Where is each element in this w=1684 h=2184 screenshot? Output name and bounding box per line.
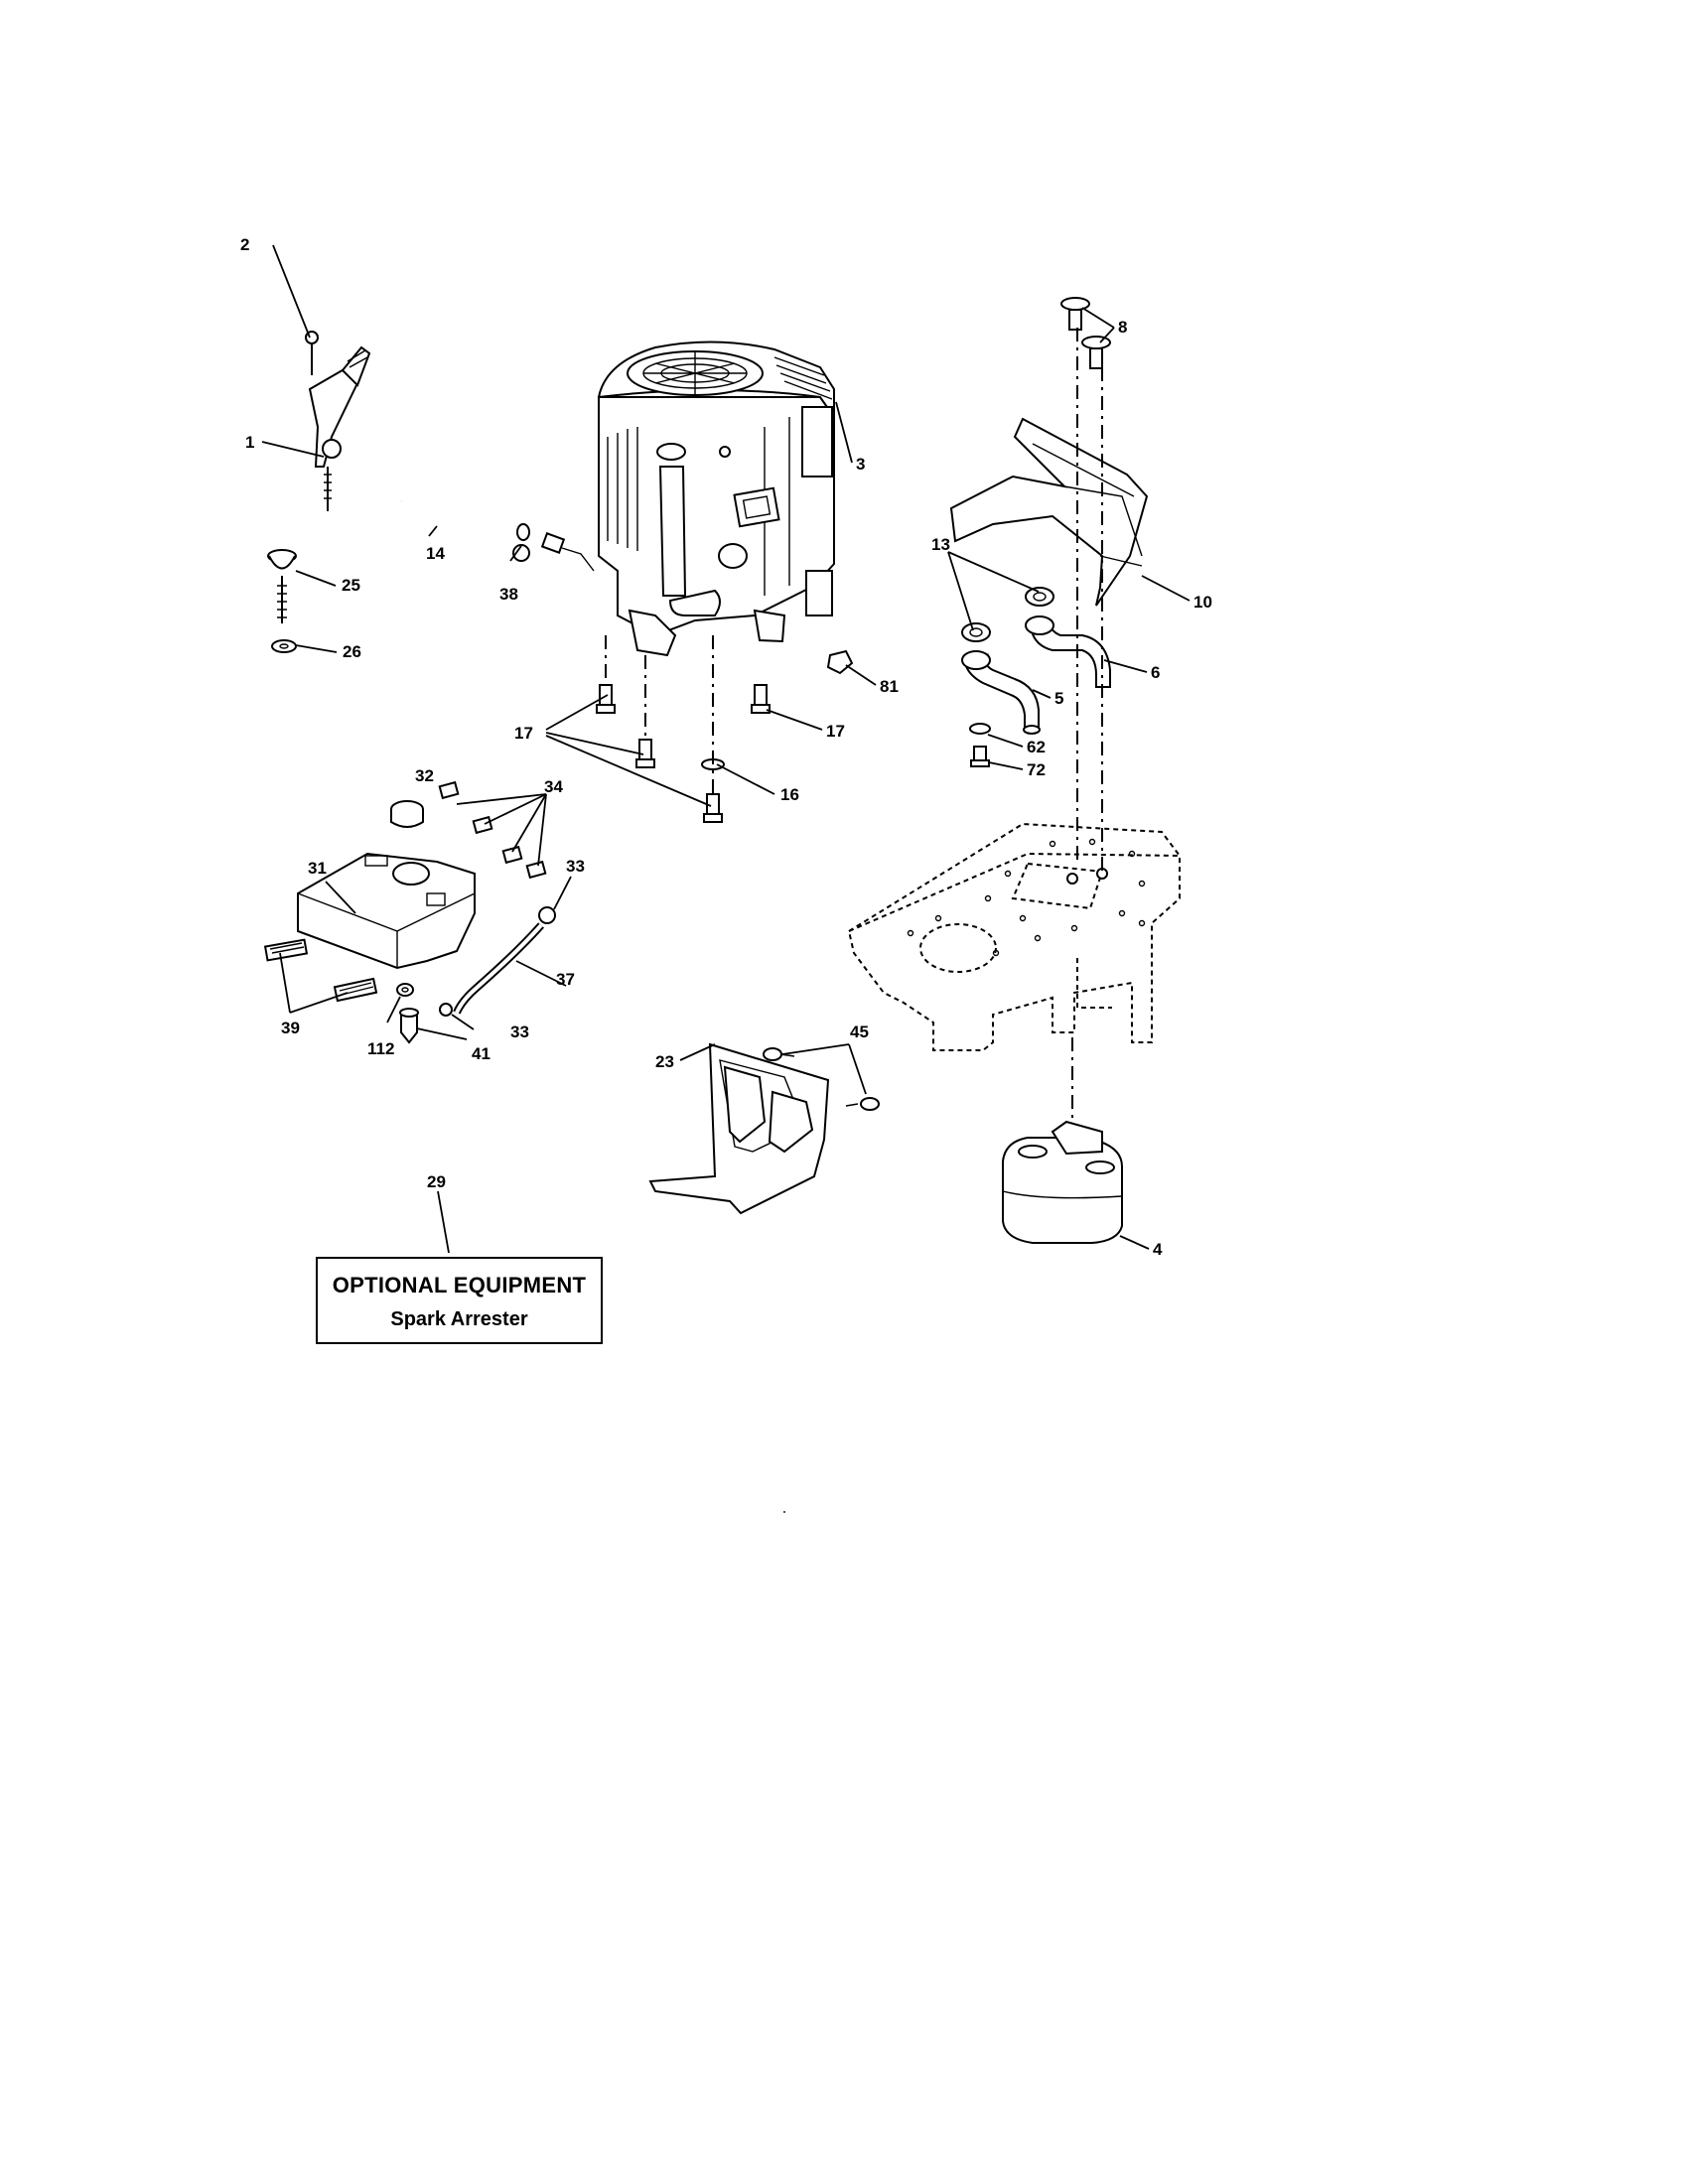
clips-34-part	[438, 780, 547, 880]
exhaust-gaskets-part	[961, 587, 1054, 642]
callout-2: 2	[240, 235, 249, 254]
callout-1: 1	[245, 433, 254, 452]
callout-62: 62	[1027, 738, 1046, 756]
callout-labels: 2 1 3 14 38 25 26 17 17 16 81 8 10 13 6 …	[240, 235, 1212, 1259]
callout-13: 13	[931, 535, 950, 554]
nut-81-part	[826, 649, 854, 675]
hose-37-part	[453, 922, 544, 1015]
scan-speck	[783, 1511, 785, 1513]
cap-32-part	[390, 800, 424, 828]
engine-part	[597, 341, 835, 657]
callout-34: 34	[544, 777, 563, 796]
bolt-72-part	[970, 746, 990, 767]
exhaust-pipe-6-part	[1025, 615, 1111, 688]
muffler-part	[1002, 1120, 1123, 1244]
heat-shield-part	[949, 417, 1149, 607]
callout-41: 41	[472, 1044, 491, 1063]
callout-8: 8	[1118, 318, 1127, 337]
fuel-line-part	[398, 488, 595, 572]
callout-112: 112	[367, 1039, 394, 1058]
washer-26-part	[271, 639, 297, 653]
callout-4: 4	[1153, 1240, 1163, 1259]
callout-16: 16	[780, 785, 799, 804]
bolts-17-part	[596, 684, 771, 823]
leader-lines	[261, 244, 1191, 1254]
callout-32: 32	[415, 766, 434, 785]
pads-39-part	[263, 938, 378, 1003]
callout-81: 81	[880, 677, 899, 696]
optional-equipment-title: OPTIONAL EQUIPMENT	[332, 1273, 587, 1297]
chassis-frame-part	[847, 822, 1181, 1051]
callout-25: 25	[342, 576, 360, 595]
callout-33-b: 33	[510, 1023, 529, 1041]
washer-62-part	[969, 723, 991, 735]
callout-37: 37	[556, 970, 575, 989]
callout-33-a: 33	[566, 857, 585, 876]
plugs-33-part	[439, 906, 556, 1017]
callout-45: 45	[850, 1023, 869, 1041]
cover-31-part	[297, 852, 476, 970]
callout-10: 10	[1193, 593, 1212, 612]
exhaust-pipe-5-part	[961, 650, 1041, 735]
bolts-8-part	[1060, 297, 1111, 369]
callout-29: 29	[427, 1172, 446, 1191]
callout-23: 23	[655, 1052, 674, 1071]
callout-5: 5	[1054, 689, 1063, 708]
screws-45-part	[763, 1047, 880, 1111]
spark-screen-part	[648, 1042, 830, 1215]
callout-38: 38	[499, 585, 518, 604]
callout-17-b: 17	[826, 722, 845, 741]
callout-39: 39	[281, 1019, 300, 1037]
spark-arrester-label: Spark Arrester	[390, 1308, 528, 1330]
callout-31: 31	[308, 859, 327, 878]
callout-3: 3	[856, 455, 865, 474]
optional-equipment-box: OPTIONAL EQUIPMENT Spark Arrester	[316, 1257, 603, 1344]
callout-72: 72	[1027, 760, 1046, 779]
bolt-25-part	[267, 549, 297, 623]
fitting-41-part	[399, 1008, 419, 1044]
callout-6: 6	[1151, 663, 1160, 682]
callout-14: 14	[426, 544, 445, 563]
callout-26: 26	[343, 642, 361, 661]
throttle-control-part	[305, 331, 371, 511]
nut-112-part	[396, 983, 414, 997]
callout-17-a: 17	[514, 724, 533, 743]
